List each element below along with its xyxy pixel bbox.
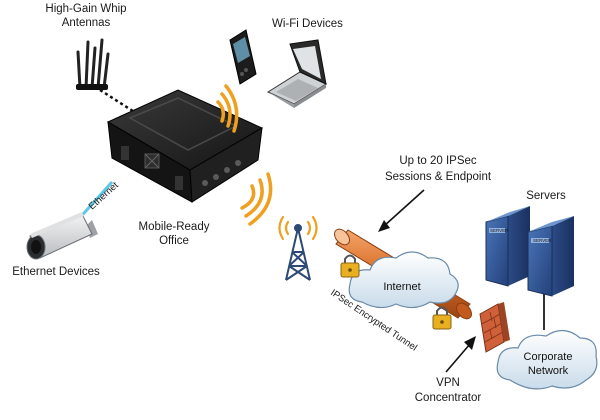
camera-icon [26,212,98,260]
label-servers: Servers [526,190,566,202]
label-internet: Internet [383,281,420,293]
server-icon [527,216,574,297]
server-badge-2: SERVER [533,238,552,243]
label-ipsec-1: Up to 20 IPSec [399,155,477,167]
firewall-icon [479,302,510,353]
antennas-icon [76,38,110,90]
corporate-cloud-icon [496,329,598,390]
case-icon [106,89,264,203]
label-mobile-office-1: Mobile-Ready [139,221,210,233]
label-corporate-2: Network [528,365,569,377]
label-antennas-1: High-Gain Whip [45,3,126,15]
server-badge-1: SERVER [490,228,509,233]
laptop-icon [266,39,328,108]
label-antennas-2: Antennas [62,17,111,29]
lock-icon [340,254,360,278]
label-wifi-devices: Wi-Fi Devices [272,18,343,30]
vpn-arrow [445,336,476,373]
label-ipsec-2: Sessions & Endpoint [385,171,492,183]
label-vpn-1: VPN [436,377,460,389]
label-corporate-1: Corporate [524,351,573,363]
wifi-waves-upper [216,84,239,133]
label-vpn-2: Concentrator [415,392,482,404]
antenna-connector [99,88,137,115]
server-icon [485,206,530,287]
wifi-waves-lower [240,172,273,226]
label-ethernet-devices: Ethernet Devices [12,266,100,278]
pda-icon [229,29,257,85]
label-ethernet: Ethernet [87,180,121,212]
lock-icon [432,306,452,330]
ipsec-arrow [378,189,425,232]
label-mobile-office-2: Office [159,235,189,247]
tower-signal [278,215,318,241]
tower-icon [285,224,311,281]
